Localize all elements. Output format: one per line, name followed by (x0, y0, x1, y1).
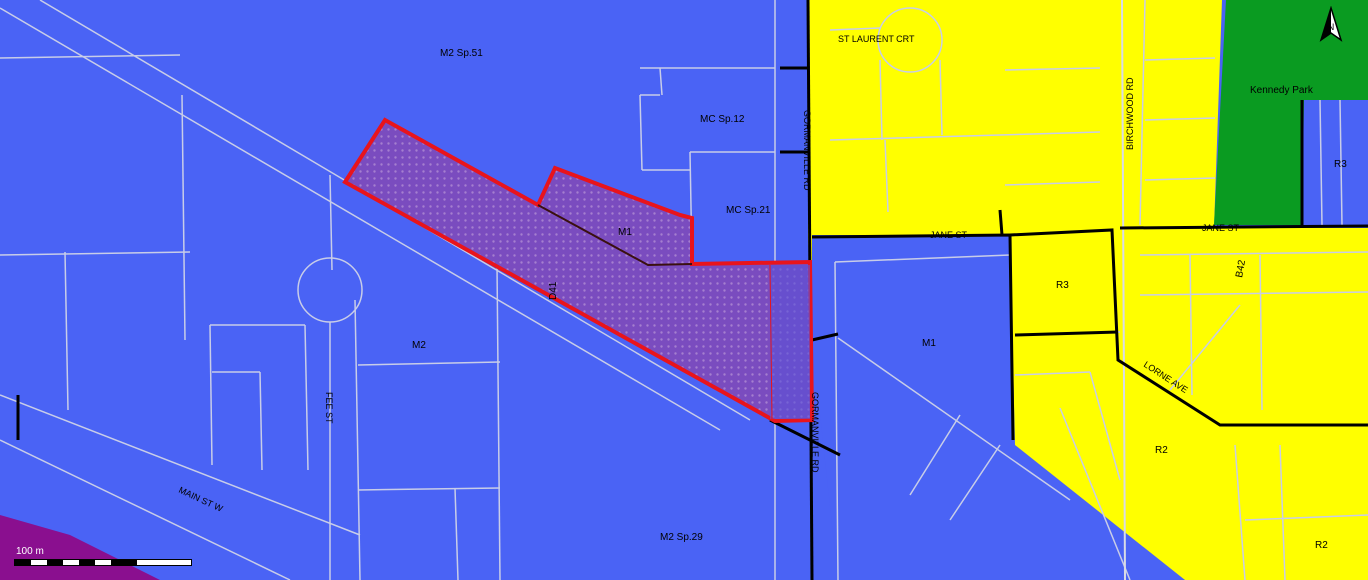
zone-label-m2-sp29: M2 Sp.29 (660, 532, 703, 543)
scale-bar-graphic (14, 559, 192, 566)
zone-label-mc-sp12: MC Sp.12 (700, 114, 745, 125)
subject-property[interactable] (342, 117, 815, 424)
zone-label-r3-mid: R3 (1056, 280, 1069, 291)
scale-bar: 100 m (14, 546, 194, 570)
north-arrow-label: N (1328, 22, 1335, 32)
zone-label-d41: D41 (548, 281, 559, 300)
street-label-fee-st: FEE ST (324, 392, 334, 424)
street-label-jane-right: JANE ST (1202, 223, 1240, 233)
zone-label-m1-east: M1 (922, 338, 936, 349)
street-label-gormanville-top: GORMANVILLE RD (802, 110, 812, 191)
zone-label-mc-sp21: MC Sp.21 (726, 205, 771, 216)
zone-label-r2-mid: R2 (1155, 445, 1168, 456)
street-label-gormanville-bottom: GORMANVILLE RD (810, 392, 820, 473)
residential-zone-north (808, 0, 1368, 580)
roads (1121, 0, 1126, 580)
north-arrow-icon: N (1319, 6, 1343, 42)
zone-label-m1-subject: M1 (618, 227, 632, 238)
subject-east-strip (770, 265, 810, 419)
zone-label-r2-bottom: R2 (1315, 540, 1328, 551)
street-label-jane-left: JANE ST (930, 230, 968, 240)
scale-bar-label: 100 m (16, 546, 44, 557)
zone-label-park: Kennedy Park (1250, 85, 1314, 96)
street-label-birchwood: BIRCHWOOD RD (1125, 77, 1135, 150)
park-zone (1214, 0, 1368, 225)
subject-internal-line (537, 204, 693, 267)
zone-label-r3-top: R3 (1334, 159, 1347, 170)
street-label-st-laurent: ST LAURENT CRT (838, 34, 915, 44)
zone-label-m2-sp51: M2 Sp.51 (440, 48, 483, 59)
zone-label-b42: B42 (1234, 259, 1248, 279)
subject-east-strip-edge (769, 264, 773, 421)
industrial-zone-m1-east (812, 235, 1185, 580)
zone-label-m2: M2 (412, 340, 426, 351)
